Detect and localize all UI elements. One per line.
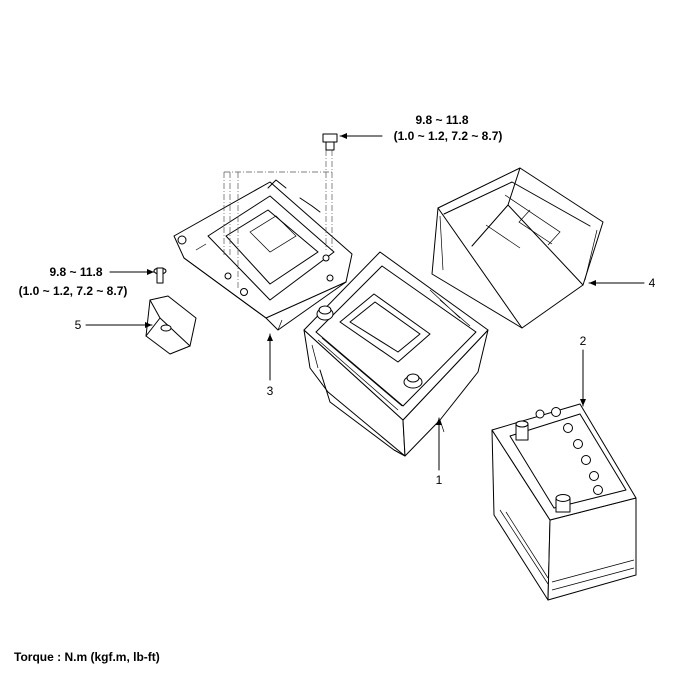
battery-assembly xyxy=(491,403,637,601)
torque-top-line1: 9.8 ~ 11.8 xyxy=(415,113,468,127)
battery xyxy=(303,251,489,457)
torque-left-line1: 9.8 ~ 11.8 xyxy=(49,265,102,279)
bracket xyxy=(145,295,197,355)
bolt-left xyxy=(153,267,167,284)
callout-4: 4 xyxy=(649,276,656,290)
bolt-top xyxy=(322,133,338,151)
callout-3: 3 xyxy=(267,384,274,398)
callout-2: 2 xyxy=(580,334,587,348)
leader-lines xyxy=(85,133,645,471)
torque-unit-note: Torque : N.m (kgf.m, lb-ft) xyxy=(14,650,160,664)
torque-left-line2: (1.0 ~ 1.2, 7.2 ~ 8.7) xyxy=(19,284,128,298)
battery-cover xyxy=(431,167,604,329)
torque-top-line2: (1.0 ~ 1.2, 7.2 ~ 8.7) xyxy=(394,129,503,143)
callout-1: 1 xyxy=(436,473,443,487)
alignment-lines xyxy=(223,150,333,290)
battery-tray xyxy=(173,179,353,331)
callout-5: 5 xyxy=(75,318,82,332)
